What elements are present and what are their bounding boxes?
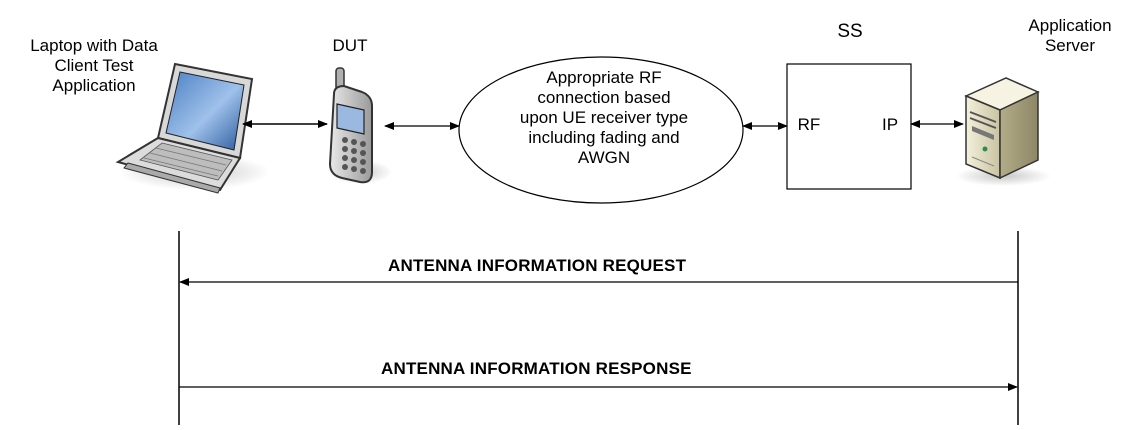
- rf-connection-line-2: connection based: [537, 88, 671, 107]
- ss-port-rf: RF: [797, 115, 821, 134]
- rf-connection-ellipse: [458, 56, 744, 204]
- server-label: Application Server: [1015, 16, 1125, 56]
- server-label-line-2: Server: [1044, 36, 1096, 55]
- rf-connection-line-4: including fading and: [528, 128, 680, 147]
- rf-connection-line-5: AWGN: [577, 148, 631, 167]
- ss-box: [786, 63, 912, 190]
- ss-title: SS: [837, 21, 863, 42]
- rf-connection-line-3: upon UE receiver type: [519, 108, 689, 127]
- dut-label: DUT: [332, 36, 368, 55]
- rf-connection-line-1: Appropriate RF: [546, 68, 662, 87]
- mobile-phone-icon: [328, 67, 392, 184]
- laptop-label-line-3: Application: [52, 76, 136, 95]
- server-tower-icon: [955, 77, 1051, 186]
- laptop-label-line-1: Laptop with Data: [30, 36, 158, 55]
- laptop-label-line-2: Client Test: [54, 56, 134, 75]
- request-label: ANTENNA INFORMATION REQUEST: [388, 256, 687, 275]
- rf-connection-text: Appropriate RF connection based upon UE …: [462, 68, 746, 168]
- ss-port-ip: IP: [881, 115, 899, 134]
- server-label-line-1: Application: [1028, 16, 1112, 35]
- laptop-label: Laptop with Data Client Test Application: [4, 36, 184, 96]
- response-label: ANTENNA INFORMATION RESPONSE: [381, 359, 692, 378]
- laptop-icon: [115, 62, 270, 194]
